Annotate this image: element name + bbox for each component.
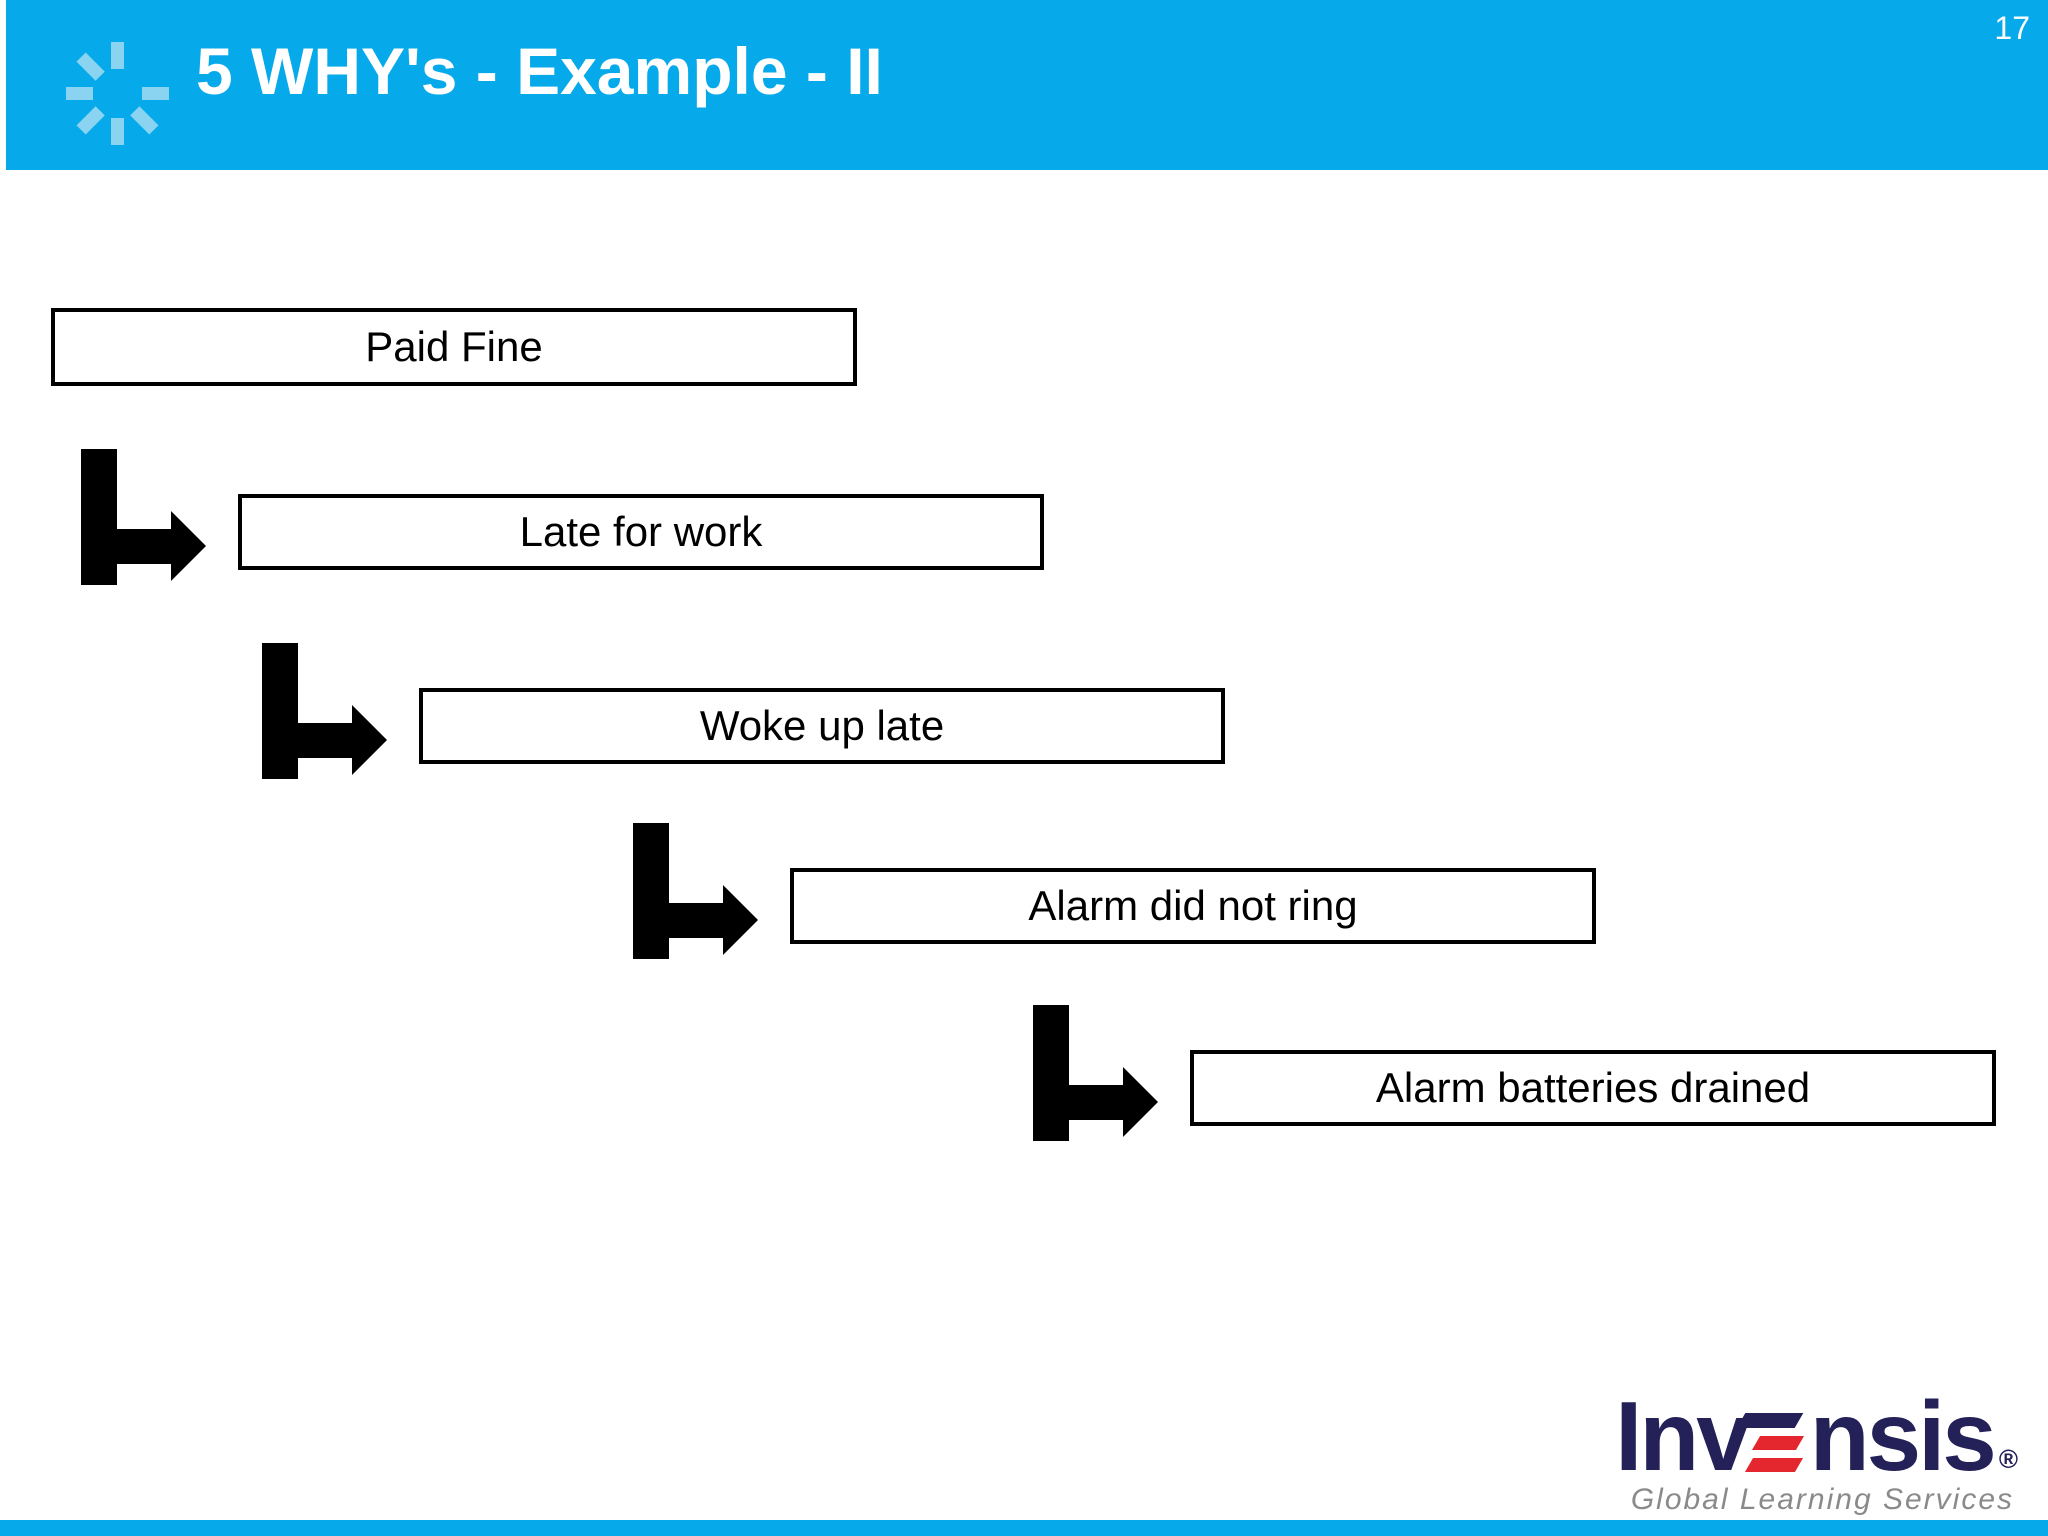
why-box-alarm-did-not-ring: Alarm did not ring: [790, 868, 1596, 944]
wordmark-prefix: Inv: [1615, 1381, 1751, 1491]
wordmark-suffix: nsis: [1809, 1381, 1997, 1491]
invensis-wordmark: Inv nsis ®: [1598, 1381, 2018, 1491]
spinner-segment: [141, 86, 169, 100]
why-box-label: Alarm batteries drained: [1375, 1064, 1811, 1111]
spinner-segment: [75, 105, 105, 135]
elbow-arrow-icon: [81, 449, 206, 585]
slide-title: 5 WHY's - Example - II: [196, 34, 883, 108]
logo-tagline: Global Learning Services: [1630, 1483, 2014, 1517]
why-box-alarm-batteries-drained: Alarm batteries drained: [1190, 1050, 1996, 1126]
spinner-segment: [110, 117, 124, 145]
why-box-woke-up-late: Woke up late: [419, 688, 1225, 764]
elbow-arrow-icon: [1033, 1005, 1158, 1141]
spinner-segment: [129, 105, 159, 135]
footer-bar: [0, 1520, 2048, 1536]
elbow-arrow-icon: [262, 643, 387, 779]
why-box-label: Alarm did not ring: [1028, 882, 1358, 929]
spinner-segment: [75, 51, 105, 81]
header-bar: 5 WHY's - Example - II 17: [6, 0, 2048, 170]
why-box-label: Paid Fine: [365, 323, 543, 370]
logo-stylized-e-icon: [1736, 1413, 1804, 1473]
page-number: 17: [1994, 10, 2030, 46]
why-box-label: Woke up late: [699, 702, 945, 749]
why-box-late-for-work: Late for work: [238, 494, 1044, 570]
spinner-segment: [65, 86, 93, 100]
spinner-segment: [110, 41, 124, 69]
registered-trademark: ®: [1998, 1444, 2018, 1475]
elbow-arrow-icon: [633, 823, 758, 959]
invensis-logo: Inv nsis ® Global Learning Services: [1598, 1381, 2018, 1517]
why-box-label: Late for work: [519, 508, 763, 555]
spinner-icon: [65, 41, 169, 145]
why-box-paid-fine: Paid Fine: [51, 308, 857, 386]
